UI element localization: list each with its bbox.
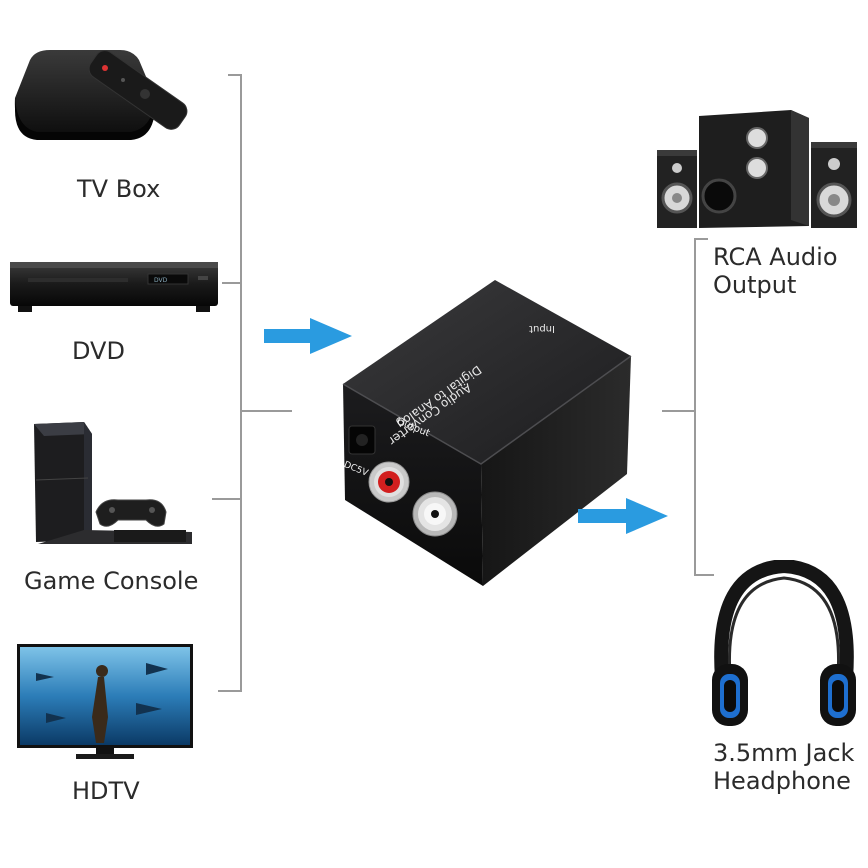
svg-text:DVD: DVD: [154, 277, 168, 284]
dvd-label: DVD: [72, 337, 125, 365]
game-console-image: [24, 420, 196, 546]
tv-box-image: [5, 28, 240, 146]
tv-box-label: TV Box: [77, 175, 161, 203]
rca-output-label-line1: RCA Audio: [713, 243, 838, 271]
tv-box-icon: [14, 50, 188, 140]
dvd-image: DVD: [8, 256, 220, 314]
game-console-icon: [34, 422, 192, 544]
converter-input-label: Input: [529, 323, 555, 334]
speaker-system-image: [655, 108, 860, 230]
output-arrow: [578, 496, 670, 536]
input-arrow: [264, 316, 354, 356]
headphone-label-line2: Headphone: [713, 767, 851, 795]
hdtv-label: HDTV: [72, 777, 140, 805]
rca-output-label-line2: Output: [713, 271, 797, 299]
game-console-label: Game Console: [24, 567, 199, 595]
arrow-right-icon: [578, 498, 668, 534]
converter-icon: [342, 280, 632, 586]
hdtv-image: [16, 643, 194, 763]
converter-device: [335, 278, 635, 590]
dvd-player-icon: DVD: [10, 262, 218, 312]
speaker-system-icon: [657, 110, 857, 228]
hdtv-icon: [17, 644, 193, 759]
headphone-icon: [712, 560, 856, 726]
headphone-image: [708, 560, 860, 730]
arrow-right-icon: [264, 318, 352, 354]
headphone-label-line1: 3.5mm Jack: [713, 739, 855, 767]
